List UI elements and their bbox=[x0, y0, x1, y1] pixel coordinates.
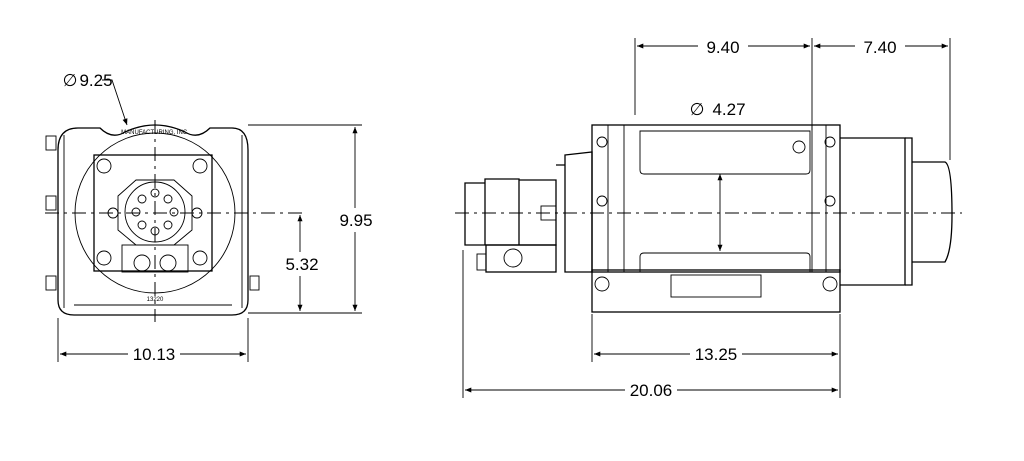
diameter-symbol: ∅ bbox=[63, 71, 78, 90]
drum-upper-window bbox=[639, 130, 811, 175]
base-mount bbox=[591, 269, 841, 313]
end-cap bbox=[905, 137, 953, 286]
front-view: MANUFACTURING, INC. 13220 ∅ 9.25 9.95 5.… bbox=[45, 71, 376, 365]
dim-7-40: 7.40 bbox=[863, 38, 896, 57]
side-view: 9.40 7.40 ∅ 4.27 13.25 20.06 bbox=[455, 36, 962, 401]
drum-flanges bbox=[591, 125, 827, 272]
frame-edge bbox=[63, 135, 243, 308]
hydraulic-motor bbox=[464, 178, 557, 246]
valve-plug bbox=[476, 253, 487, 271]
frame-bolts bbox=[596, 136, 836, 207]
port-b bbox=[159, 254, 177, 272]
motor-adapter bbox=[556, 151, 593, 273]
dim-9-25: 9.25 bbox=[79, 71, 112, 90]
drum-hole bbox=[792, 140, 806, 154]
extension-lines bbox=[462, 250, 841, 398]
valve-knob bbox=[503, 248, 523, 268]
drum-lower-window bbox=[639, 252, 811, 272]
side-bolts bbox=[45, 135, 260, 291]
drum-frame bbox=[591, 124, 841, 273]
dim-9-95: 9.95 bbox=[339, 211, 372, 230]
extension-lines bbox=[57, 318, 249, 362]
dim-13-25: 13.25 bbox=[695, 345, 738, 364]
valve-block bbox=[121, 244, 189, 273]
diameter-leader bbox=[102, 79, 128, 126]
diameter-symbol: ∅ bbox=[690, 100, 705, 119]
extension-lines bbox=[248, 124, 362, 314]
dim-5-32: 5.32 bbox=[285, 255, 318, 274]
base-bolt-right bbox=[822, 276, 838, 292]
name-plate bbox=[670, 274, 762, 298]
end-plate bbox=[57, 124, 249, 316]
dim-20-06: 20.06 bbox=[630, 381, 673, 400]
brake-housing bbox=[840, 137, 906, 286]
base-bolt-left bbox=[594, 276, 610, 292]
part-number: 13220 bbox=[147, 297, 164, 303]
corner-screws bbox=[96, 158, 208, 266]
dim-4-27: 4.27 bbox=[712, 100, 745, 119]
dim-9-40: 9.40 bbox=[706, 38, 739, 57]
dim-10-13: 10.13 bbox=[133, 345, 176, 364]
motor-flange bbox=[117, 179, 193, 246]
extension-lines bbox=[634, 38, 951, 160]
port-a bbox=[133, 254, 151, 272]
valve-body bbox=[485, 244, 557, 273]
